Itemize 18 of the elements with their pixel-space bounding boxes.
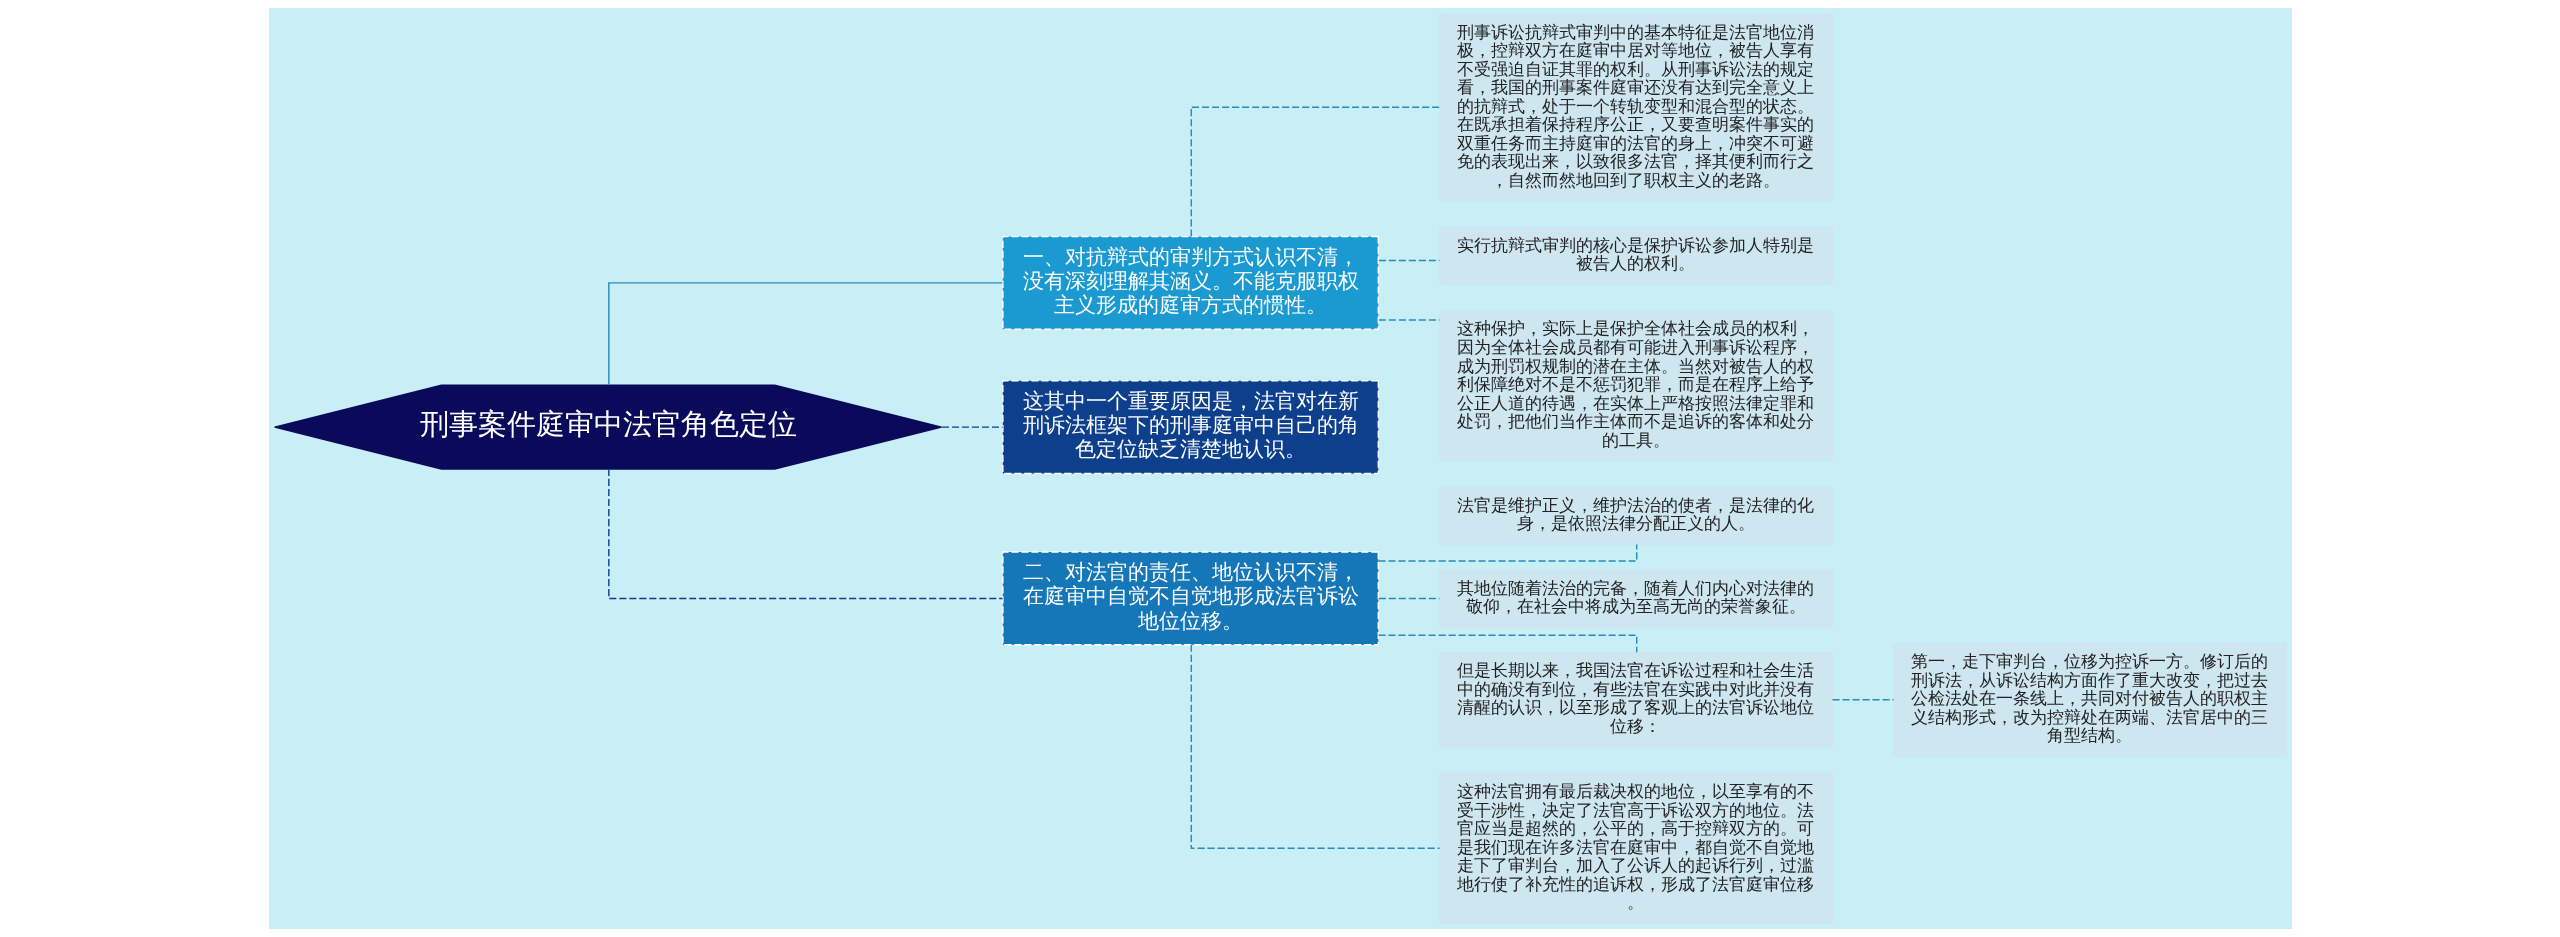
connector	[607, 282, 1003, 386]
node-box: 这其中一个重要原因是，法官对在新刑诉法框架下的刑事庭审中自己的角色定位缺乏清楚地认识。	[1001, 380, 1379, 475]
node-box: 一、对抗辩式的审判方式认识不清，没有深刻理解其涵义。不能克服职权主义形成的庭审方式的惯性。	[1001, 235, 1379, 331]
node-box: 刑事诉讼抗辩式审判中的基本特征是法官地位消极，控辩双方在庭审中居对等地位，被告人享有不受强迫自证其罪的权利。从刑事诉讼法的规定看，我国的刑事案件庭审还没有达到完全意义上的抗辩式，处于一个转轨变型和混合型的状态。在既承担着保持程序公正，又要查明案件事实的双重任务而主持庭审的法官的身上，冲突不可避免的表现出来，以致很多法官，择其便利而行之，自然而然地回到了职权主义的老路。	[1438, 13, 1833, 202]
connector	[1190, 644, 1440, 849]
connector	[607, 468, 1003, 600]
node-box: 第一，走下审判台，位移为控诉一方。修订后的刑诉法，从诉讼结构方面作了重大改变，把过去公检法处在一条线上，共同对付被告人的职权主义结构形式，改为控辩处在两端、法官居中的三角型结构。	[1892, 642, 2287, 757]
node-box: 这种保护，实际上是保护全体社会成员的权利，因为全体社会成员都有可能进入刑事诉讼程序，成为刑罚权规制的潜在主体。当然对被告人的权利保障绝对不是不惩罚犯罪，而是在程序上给予公正人道的待遇，在实体上严格按照法律定罪和处罚，把他们当作主体而不是追诉的客体和处分的工具。	[1438, 310, 1833, 462]
node-box: 其地位随着法治的完备，随着人们内心对法律的敬仰，在社会中将成为至高无尚的荣誉象征。	[1438, 569, 1833, 628]
connector	[940, 426, 1003, 428]
connector	[1831, 699, 1894, 701]
node-box: 但是长期以来，我国法官在诉讼过程和社会生活中的确没有到位，有些法官在实践中对此并没有清醒的认识，以至形成了客观上的法官诉讼地位位移：	[1438, 651, 1833, 748]
node-box: 这种法官拥有最后裁决权的地位，以至享有的不受干涉性，决定了法官高于诉讼双方的地位。法官应当是超然的，公平的，高于控辩双方的。可是我们现在许多法官在庭审中，都自觉不自觉地走下了审判台，加入了公诉人的起诉行列，过滥地行使了补充性的追诉权，形成了法官庭审位移。	[1438, 772, 1833, 924]
connector	[1377, 634, 1637, 653]
connector	[1190, 106, 1440, 238]
node-box: 实行抗辩式审判的核心是保护诉讼参加人特别是被告人的权利。	[1438, 226, 1833, 286]
node-box: 法官是维护正义，维护法治的使者，是法律的化身，是依照法律分配正义的人。	[1438, 486, 1833, 545]
node-box: 二、对法官的责任、地位认识不清，在庭审中自觉不自觉地形成法官诉讼地位位移。	[1001, 551, 1379, 646]
